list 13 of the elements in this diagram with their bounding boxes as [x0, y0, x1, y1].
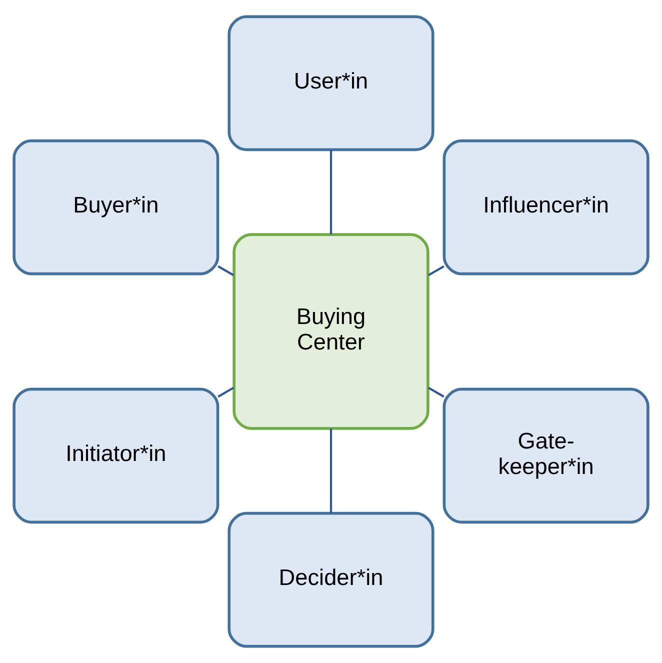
node-box: Buying Center	[232, 233, 430, 430]
connector	[428, 265, 444, 276]
connector	[218, 265, 234, 276]
connector	[428, 386, 444, 398]
node-box: User*in	[228, 15, 434, 152]
node-box: Gate- keeper*in	[442, 388, 650, 524]
connector	[330, 428, 332, 514]
node-box: Initiator*in	[12, 388, 220, 524]
node-box: Influencer*in	[442, 139, 650, 276]
node-box: Decider*in	[228, 512, 434, 648]
connector	[330, 150, 332, 234]
connector	[218, 386, 234, 398]
node-box: Buyer*in	[12, 139, 220, 276]
